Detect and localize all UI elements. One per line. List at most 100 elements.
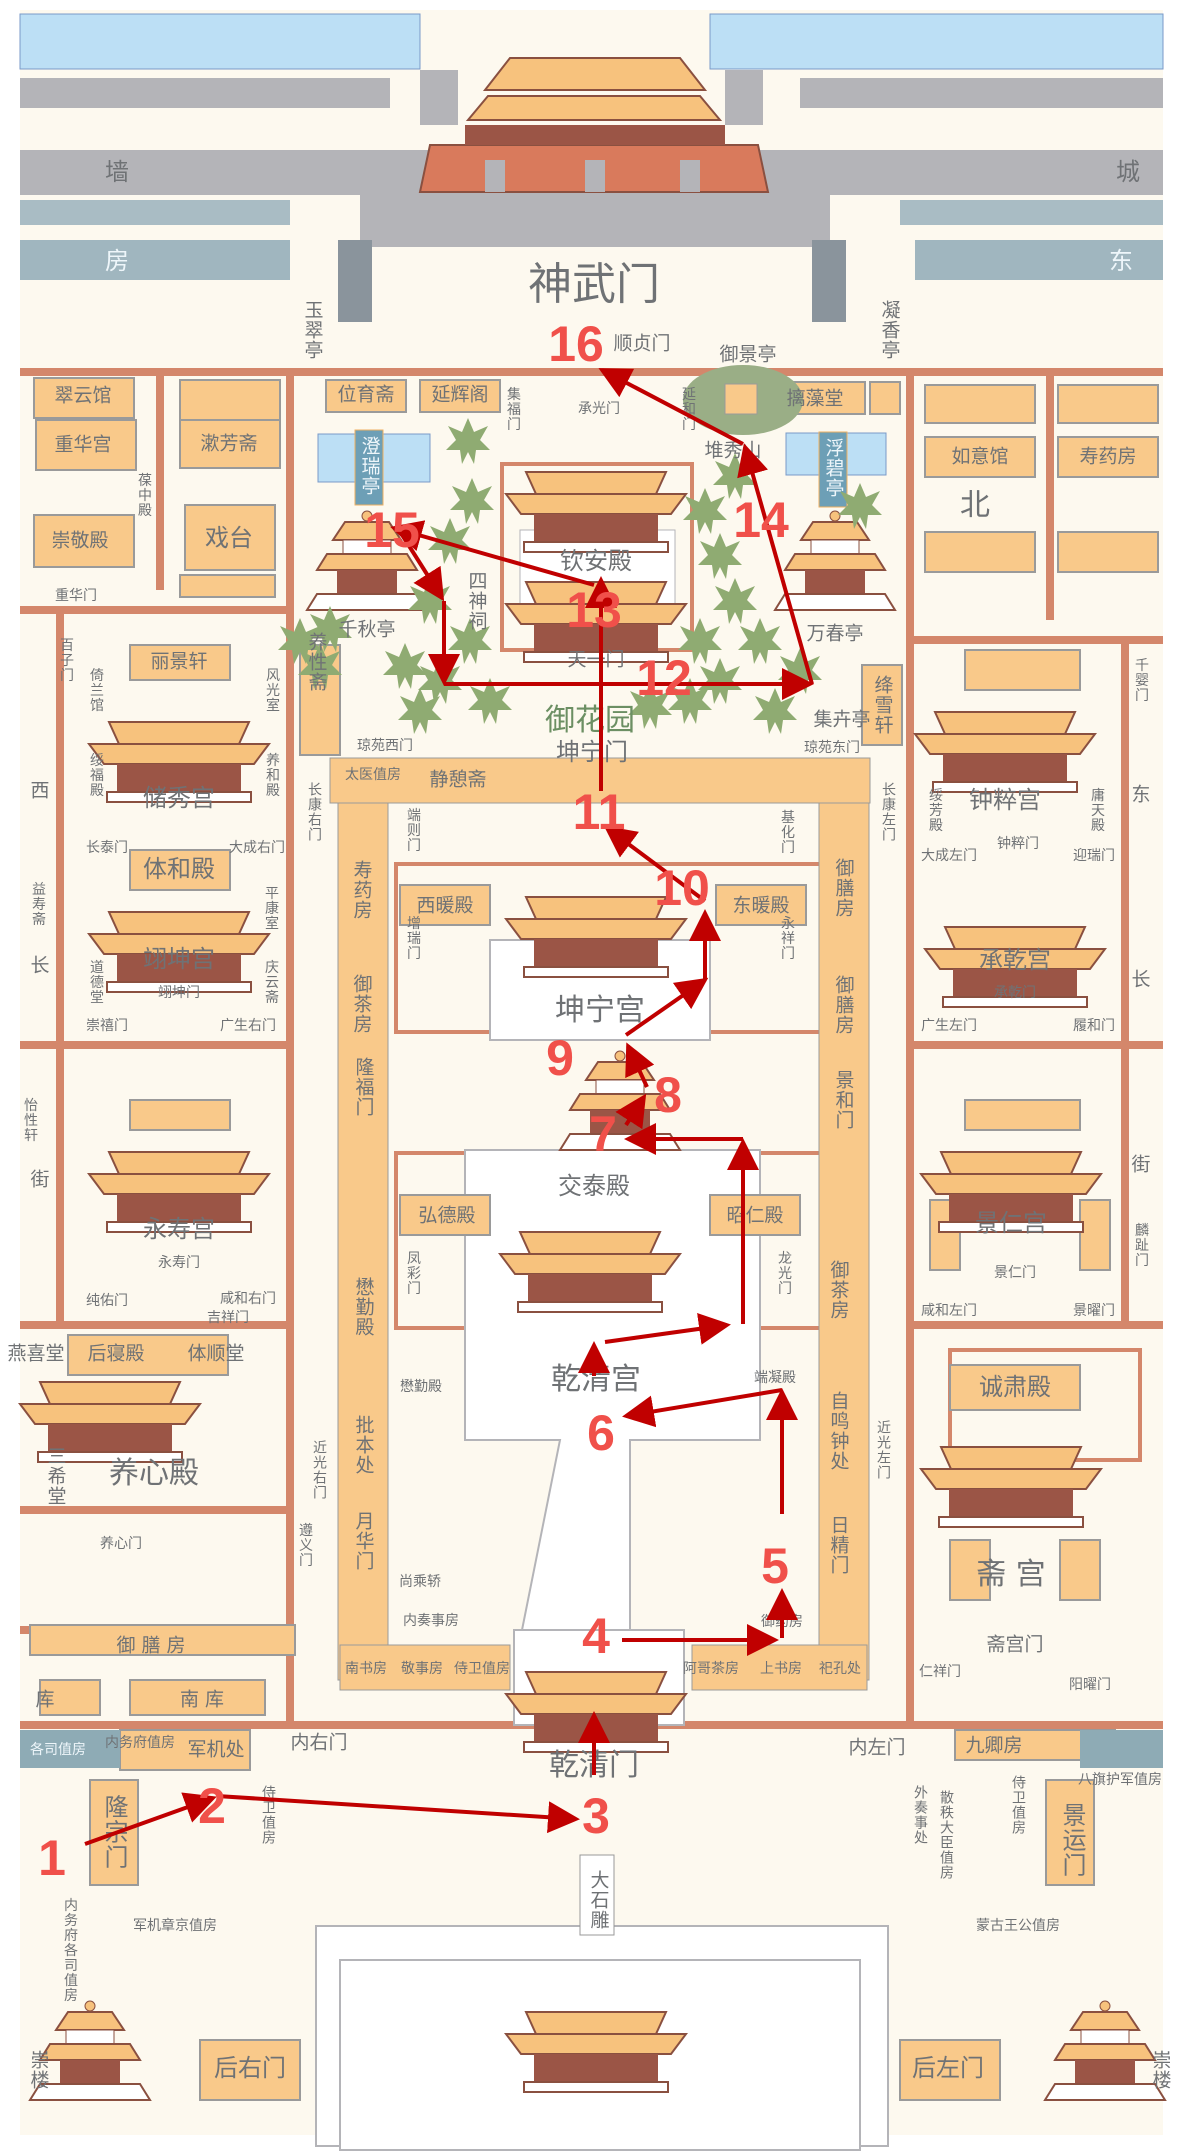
label-linzhimen[interactable]: 麟趾门 <box>1133 1222 1149 1268</box>
label-chengqianmen[interactable]: 承乾门 <box>994 985 1036 1001</box>
label-tianyimen[interactable]: 天一门 <box>567 648 625 671</box>
label-chongximen[interactable]: 崇禧门 <box>86 1018 128 1034</box>
label-ku[interactable]: 库 <box>35 1688 55 1711</box>
label-shouyaofang-ne[interactable]: 寿药房 <box>1079 445 1137 468</box>
label-tishuntang[interactable]: 体顺堂 <box>187 1342 245 1365</box>
label-changtaimen[interactable]: 长泰门 <box>86 840 128 856</box>
label-yangyaomen[interactable]: 阳曜门 <box>1069 1677 1111 1693</box>
label-yangxingzhai[interactable]: 养性斋 <box>305 632 328 692</box>
label-chonglou-east[interactable]: 崇楼 <box>1149 2050 1172 2090</box>
label-dongnuandian[interactable]: 东暖殿 <box>732 894 790 917</box>
label-chonghuamen[interactable]: 重华门 <box>55 588 97 604</box>
label-yuhuayuan[interactable]: 御花园 <box>545 703 635 738</box>
label-yushanfang-east-2[interactable]: 御膳房 <box>832 975 855 1035</box>
label-yangxindian[interactable]: 养心殿 <box>109 1456 199 1491</box>
label-shufangzhai[interactable]: 漱芳斋 <box>200 432 258 455</box>
label-xianhezuomen[interactable]: 咸和左门 <box>921 1303 977 1319</box>
label-nanku[interactable]: 南 库 <box>179 1688 225 1711</box>
label-qianqiuting[interactable]: 千秋亭 <box>338 618 396 641</box>
label-yongxiangmen[interactable]: 永祥门 <box>779 915 795 961</box>
label-neizuomen[interactable]: 内左门 <box>848 1736 906 1759</box>
label-qianyingmen[interactable]: 千婴门 <box>1133 657 1149 703</box>
label-ningxiangting[interactable]: 凝香亭 <box>878 300 901 360</box>
label-renxiangmen[interactable]: 仁祥门 <box>919 1664 961 1680</box>
label-wanchunting[interactable]: 万春亭 <box>806 622 864 645</box>
label-yuehuamen[interactable]: 月华门 <box>352 1511 375 1571</box>
label-zhongcuigong[interactable]: 钟粹宫 <box>969 786 1041 814</box>
label-yanhemen[interactable]: 延和门 <box>680 386 696 432</box>
label-gesizhifang[interactable]: 各司值房 <box>30 1742 86 1758</box>
label-chengruiting[interactable]: 澄瑞亭 <box>358 436 381 496</box>
label-shiweizhifang-east[interactable]: 侍卫值房 <box>1010 1775 1026 1835</box>
label-lijingxuan[interactable]: 丽景轩 <box>150 650 208 673</box>
label-zengruimen[interactable]: 增瑞门 <box>405 915 421 961</box>
label-houyoumen[interactable]: 后右门 <box>214 2054 286 2082</box>
label-pingkangshi[interactable]: 平康室 <box>263 885 279 931</box>
label-jingqizhai[interactable]: 静憩斋 <box>429 768 487 791</box>
label-yilanguan[interactable]: 倚兰馆 <box>88 667 104 713</box>
label-changkangyoumen[interactable]: 长康右门 <box>306 782 322 842</box>
label-chengguangmen[interactable]: 承光门 <box>578 401 620 417</box>
label-guangshengzuomen[interactable]: 广生左门 <box>921 1018 977 1034</box>
label-fubiting[interactable]: 浮碧亭 <box>822 438 845 498</box>
label-yanxitang[interactable]: 燕喜堂 <box>7 1342 65 1365</box>
label-sishenci[interactable]: 四神祠 <box>465 571 488 631</box>
label-yujingting[interactable]: 御景亭 <box>719 343 777 366</box>
label-sanzhidachen[interactable]: 散秩大臣值房 <box>938 1790 954 1880</box>
label-qiongyuanximen[interactable]: 琼苑西门 <box>357 738 413 754</box>
label-zunyimen[interactable]: 遵义门 <box>297 1522 313 1568</box>
label-hongdedian[interactable]: 弘德殿 <box>418 1204 476 1227</box>
label-yushanfang-west[interactable]: 御 膳 房 <box>116 1634 186 1657</box>
label-changkangzuomen[interactable]: 长康左门 <box>880 782 896 842</box>
label-kunningmen[interactable]: 坤宁门 <box>556 738 628 766</box>
label-shangchengjiao[interactable]: 尚乘轿 <box>399 1574 441 1590</box>
label-yikunmen[interactable]: 翊坤门 <box>158 985 200 1001</box>
label-zhaigong[interactable]: 斋 宫 <box>976 1557 1046 1592</box>
label-chonglou-west[interactable]: 崇楼 <box>27 2050 50 2090</box>
label-chunyoumen[interactable]: 纯佑门 <box>86 1293 128 1309</box>
label-dachengyoumen[interactable]: 大成右门 <box>229 840 285 856</box>
label-yixingxuan[interactable]: 怡性轩 <box>22 1097 38 1143</box>
label-jingrenmen[interactable]: 景仁门 <box>994 1265 1036 1281</box>
label-maoqindian[interactable]: 懋勤殿 <box>400 1379 442 1395</box>
label-pibenchu[interactable]: 批本处 <box>352 1415 375 1475</box>
label-jingyaomen[interactable]: 景曜门 <box>1073 1303 1115 1319</box>
label-jinguangyoumen[interactable]: 近光右门 <box>311 1440 327 1500</box>
label-yanghedian[interactable]: 养和殿 <box>264 752 280 798</box>
label-qiongyuandongmen[interactable]: 琼苑东门 <box>804 740 860 756</box>
label-duanzemen[interactable]: 端则门 <box>405 807 421 853</box>
label-dashidiao[interactable]: 大石雕 <box>587 1870 610 1930</box>
label-yanhuige[interactable]: 延辉阁 <box>431 383 489 406</box>
label-jixiangmen[interactable]: 吉祥门 <box>207 1310 249 1326</box>
label-sikongchu[interactable]: 祀孔处 <box>819 1661 861 1677</box>
label-mengguwanggong[interactable]: 蒙古王公值房 <box>976 1918 1060 1934</box>
label-yuchafang-east[interactable]: 御茶房 <box>827 1260 850 1320</box>
label-baozhongdian[interactable]: 葆中殿 <box>136 472 152 518</box>
label-weiyuzhai[interactable]: 位育斋 <box>337 383 395 406</box>
label-xinuandian[interactable]: 西暖殿 <box>416 894 474 917</box>
label-zimingzhongchu[interactable]: 自鸣钟处 <box>827 1391 850 1471</box>
label-yushanfang-east-1[interactable]: 御膳房 <box>832 858 855 918</box>
label-xitai[interactable]: 戏台 <box>205 524 253 552</box>
label-zhaorendian[interactable]: 昭仁殿 <box>726 1204 784 1227</box>
label-longguangmen[interactable]: 龙光门 <box>776 1250 792 1296</box>
label-shiweizhifang-center[interactable]: 侍卫值房 <box>454 1661 510 1677</box>
label-yongshougong[interactable]: 永寿宫 <box>143 1215 215 1243</box>
label-jinguangzuomen[interactable]: 近光左门 <box>875 1420 891 1480</box>
label-yingruimen[interactable]: 迎瑞门 <box>1073 848 1115 864</box>
label-jiaotaidian[interactable]: 交泰殿 <box>558 1172 630 1200</box>
label-waizoushichu[interactable]: 外奏事处 <box>912 1785 928 1845</box>
label-chongjingdian[interactable]: 崇敬殿 <box>51 529 109 552</box>
label-houzuomen[interactable]: 后左门 <box>912 2054 984 2082</box>
label-junjizhangjing[interactable]: 军机章京值房 <box>133 1918 217 1934</box>
label-yikungong[interactable]: 翊坤宫 <box>143 945 215 973</box>
label-jingyunmen[interactable]: 景运门 <box>1058 1802 1086 1878</box>
label-cuiyunguan[interactable]: 翠云馆 <box>54 384 112 407</box>
label-qingyunzhai[interactable]: 庆云斋 <box>263 959 279 1005</box>
label-chuxiugong[interactable]: 储秀宫 <box>143 784 215 812</box>
label-shunzhenmen[interactable]: 顺贞门 <box>613 332 671 355</box>
label-chonghuagong[interactable]: 重华宫 <box>54 433 112 456</box>
label-neizoushifang[interactable]: 内奏事房 <box>403 1613 459 1629</box>
label-yuchafang-west[interactable]: 御茶房 <box>350 974 373 1034</box>
label-fengcaimen[interactable]: 凤彩门 <box>405 1250 421 1296</box>
